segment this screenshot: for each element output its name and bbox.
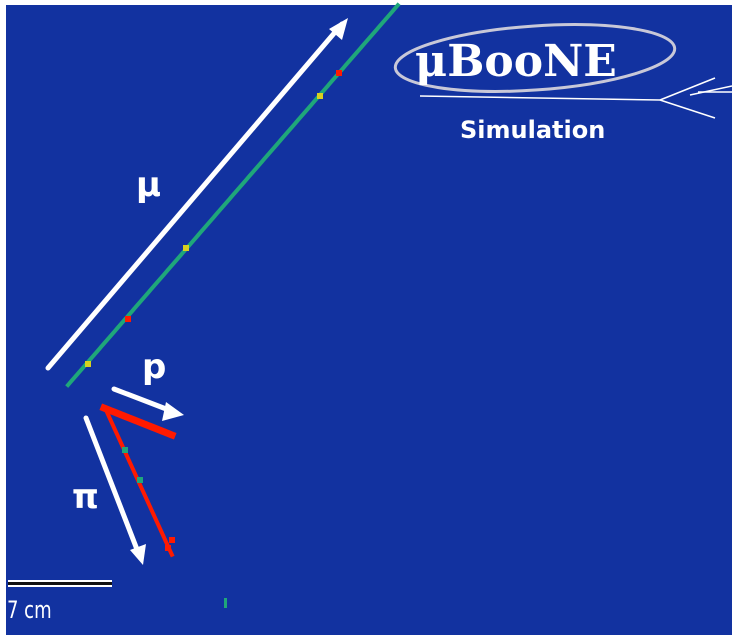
pion-label: π: [72, 477, 99, 517]
logo-swoosh: [393, 23, 732, 119]
proton-track: [99, 403, 177, 440]
tracks-layer: [65, 2, 401, 608]
simulation-label: Simulation: [460, 116, 606, 144]
pion-arrow: [83, 415, 146, 565]
muon-arrow: [45, 18, 348, 371]
microboone-logo: μBooNE: [415, 36, 617, 87]
proton-arrow: [111, 386, 184, 421]
pion-track: [103, 407, 175, 558]
proton-label: p: [142, 347, 167, 387]
isolated-hit: [224, 598, 227, 608]
scale-bar-label: 7 cm: [7, 596, 52, 624]
muon-label: μ: [136, 165, 162, 205]
muon-track: [65, 2, 401, 388]
scale-bar: [8, 580, 112, 587]
